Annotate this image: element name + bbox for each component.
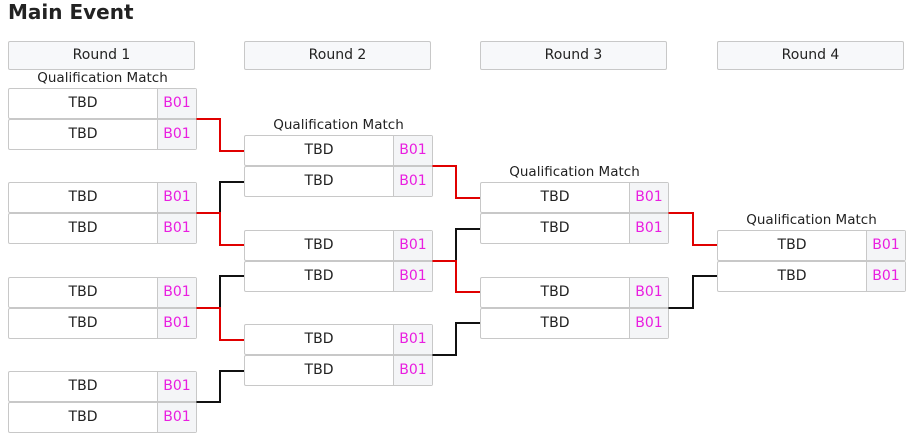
connector-r1m3-to-r2m2	[196, 275, 244, 309]
team-name: TBD	[68, 189, 98, 205]
match-format-badge: B01	[393, 262, 432, 291]
match-format-badge: B01	[393, 356, 432, 385]
round-header-1[interactable]: Round 1	[8, 41, 195, 70]
team-name: TBD	[68, 126, 98, 142]
page-title: Main Event	[8, 0, 134, 24]
match-format-badge: B01	[157, 89, 196, 118]
match-format-badge: B01	[393, 136, 432, 165]
team-slot[interactable]: TBD B01	[244, 261, 433, 292]
match-label: Qualification Match	[37, 70, 168, 86]
match-format-badge: B01	[157, 183, 196, 212]
team-name: TBD	[304, 237, 334, 253]
connector-r2m2-to-r3m2	[432, 260, 480, 293]
team-slot[interactable]: TBD B01	[8, 277, 197, 308]
match-format-badge: B01	[157, 278, 196, 307]
team-name: TBD	[304, 362, 334, 378]
team-name: TBD	[304, 142, 334, 158]
team-name: TBD	[777, 268, 807, 284]
connector-r1m2-to-r2m1	[196, 181, 244, 214]
match-format-badge: B01	[157, 309, 196, 338]
connector-r1m3-to-r2m3	[196, 307, 244, 341]
team-name: TBD	[540, 315, 570, 331]
team-slot[interactable]: TBD B01	[8, 182, 197, 213]
match-label: Qualification Match	[509, 164, 640, 180]
team-slot[interactable]: TBD B01	[8, 308, 197, 339]
connector-r1m4-to-r2m3	[196, 370, 244, 403]
team-slot[interactable]: TBD B01	[480, 182, 669, 213]
team-name: TBD	[777, 237, 807, 253]
match-format-badge: B01	[393, 325, 432, 354]
team-slot[interactable]: TBD B01	[244, 135, 433, 166]
team-name: TBD	[68, 409, 98, 425]
team-slot[interactable]: TBD B01	[717, 261, 906, 292]
team-slot[interactable]: TBD B01	[8, 88, 197, 119]
match-format-badge: B01	[157, 403, 196, 432]
team-slot[interactable]: TBD B01	[244, 166, 433, 197]
connector-r1m1-to-r2m1	[196, 118, 244, 152]
connector-r3m2-to-r4m1	[668, 275, 717, 309]
team-slot[interactable]: TBD B01	[480, 277, 669, 308]
team-name: TBD	[304, 268, 334, 284]
match-label: Qualification Match	[746, 212, 877, 228]
team-slot[interactable]: TBD B01	[244, 324, 433, 355]
team-slot[interactable]: TBD B01	[244, 355, 433, 386]
team-slot[interactable]: TBD B01	[244, 230, 433, 261]
match-format-badge: B01	[393, 231, 432, 260]
connector-r1m2-to-r2m2	[196, 212, 244, 246]
team-slot[interactable]: TBD B01	[480, 213, 669, 244]
match-format-badge: B01	[157, 120, 196, 149]
team-name: TBD	[540, 220, 570, 236]
team-name: TBD	[68, 284, 98, 300]
team-name: TBD	[68, 220, 98, 236]
connector-r2m3-to-r3m2	[432, 322, 480, 356]
team-name: TBD	[540, 189, 570, 205]
round-header-2[interactable]: Round 2	[244, 41, 431, 70]
match-format-badge: B01	[866, 262, 905, 291]
match-format-badge: B01	[629, 183, 668, 212]
connector-r3m1-to-r4m1	[668, 212, 717, 246]
team-slot[interactable]: TBD B01	[8, 119, 197, 150]
team-slot[interactable]: TBD B01	[8, 402, 197, 433]
team-slot[interactable]: TBD B01	[8, 213, 197, 244]
round-header-4[interactable]: Round 4	[717, 41, 904, 70]
connector-r2m1-to-r3m1	[432, 165, 480, 199]
team-name: TBD	[68, 378, 98, 394]
team-slot[interactable]: TBD B01	[480, 308, 669, 339]
team-name: TBD	[540, 284, 570, 300]
match-format-badge: B01	[393, 167, 432, 196]
team-name: TBD	[304, 173, 334, 189]
round-header-3[interactable]: Round 3	[480, 41, 667, 70]
connector-r2m2-to-r3m1	[432, 228, 480, 262]
team-slot[interactable]: TBD B01	[717, 230, 906, 261]
team-name: TBD	[304, 331, 334, 347]
team-slot[interactable]: TBD B01	[8, 371, 197, 402]
match-format-badge: B01	[866, 231, 905, 260]
match-format-badge: B01	[629, 309, 668, 338]
match-format-badge: B01	[157, 214, 196, 243]
match-format-badge: B01	[629, 278, 668, 307]
team-name: TBD	[68, 315, 98, 331]
match-format-badge: B01	[629, 214, 668, 243]
team-name: TBD	[68, 95, 98, 111]
match-format-badge: B01	[157, 372, 196, 401]
match-label: Qualification Match	[273, 117, 404, 133]
